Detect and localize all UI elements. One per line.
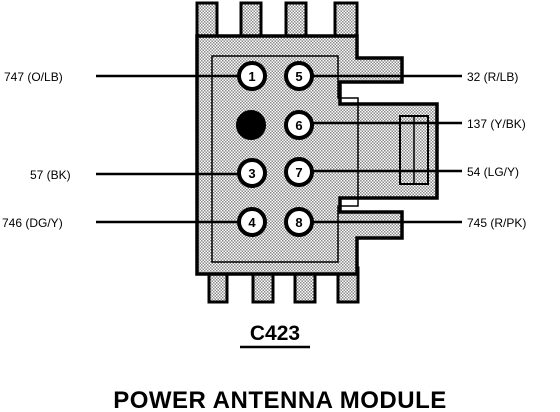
pin-5: 5: [284, 61, 314, 91]
pin-2: 2: [236, 110, 266, 140]
pin-6: 6: [284, 110, 314, 140]
wire-label-747: 747 (O/LB): [4, 70, 63, 84]
wire-leads-right: [310, 74, 462, 224]
wire-label-137: 137 (Y/BK): [467, 117, 526, 131]
wire-label-54: 54 (LG/Y): [467, 165, 519, 179]
wire-label-746: 746 (DG/Y): [2, 216, 63, 230]
pin-4-label: 4: [248, 215, 256, 230]
pin-3: 3: [237, 158, 267, 188]
pin-7-label: 7: [295, 165, 302, 180]
pin-3-label: 3: [248, 166, 255, 181]
pin-1-label: 1: [248, 69, 255, 84]
pin-5-label: 5: [295, 69, 302, 84]
diagram-caption: POWER ANTENNA MODULE: [113, 387, 447, 412]
latch-detail: [399, 115, 429, 185]
connector-name: C423: [250, 322, 300, 345]
pin-8-label: 8: [295, 215, 302, 230]
wire-label-57: 57 (BK): [30, 168, 71, 182]
wire-label-32: 32 (R/LB): [467, 70, 518, 84]
pin-8: 8: [284, 207, 314, 237]
wire-leads-left: [96, 74, 240, 224]
pin-4: 4: [237, 207, 267, 237]
pin-6-label: 6: [295, 118, 302, 133]
top-tabs: [195, 1, 359, 41]
wire-label-745: 745 (R/PK): [467, 216, 526, 230]
pin-1: 1: [237, 61, 267, 91]
pin-7: 7: [284, 157, 314, 187]
connector-inner-border: [211, 55, 359, 263]
pin-2-label: 2: [247, 118, 254, 133]
